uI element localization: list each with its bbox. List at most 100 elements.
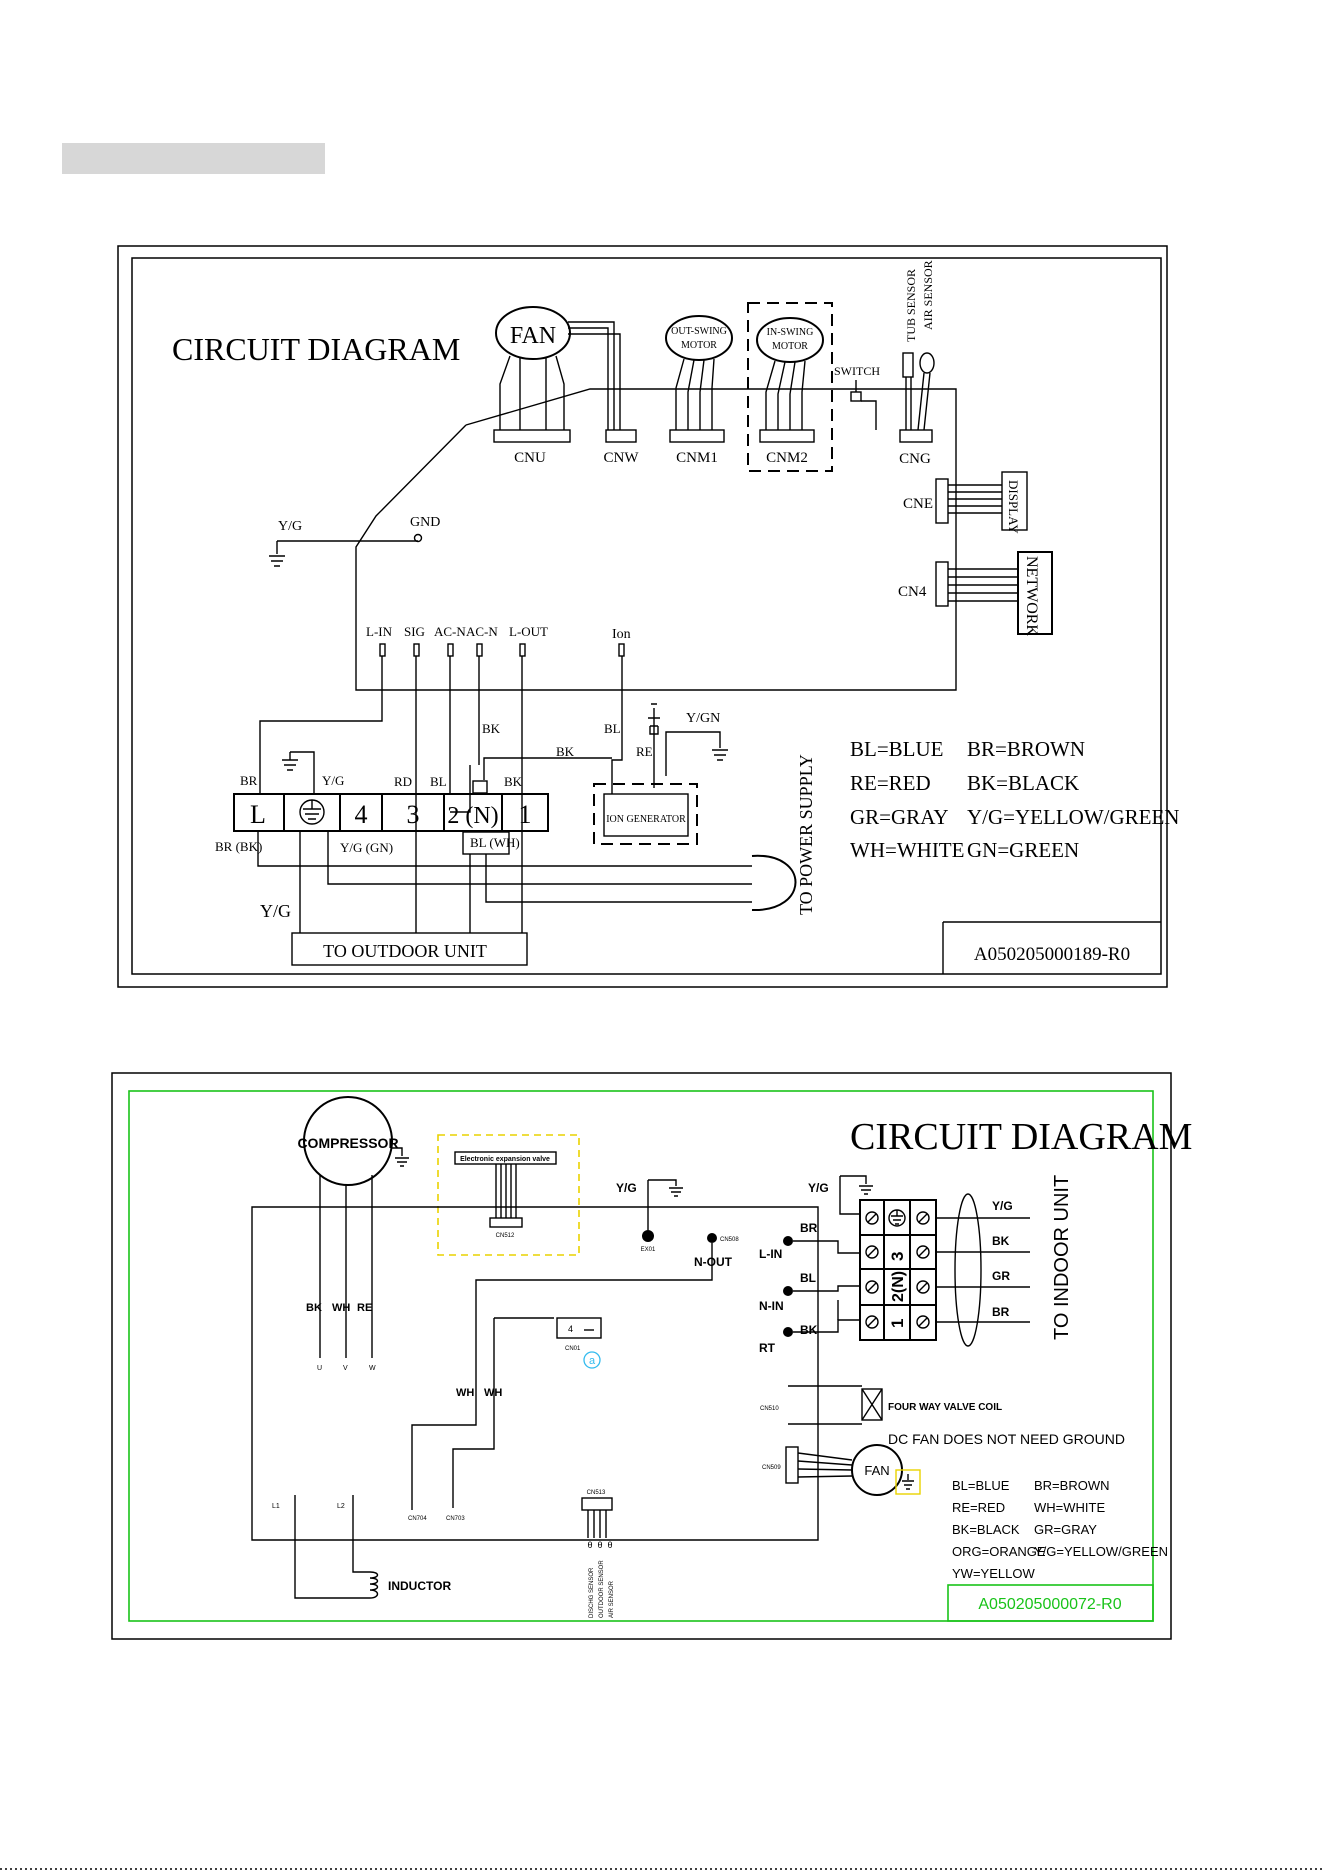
cn01-connector xyxy=(556,1317,602,1339)
wire-br-bk: BR (BK) xyxy=(215,839,262,854)
diagram1-drawing-number: A050205000189-R0 xyxy=(974,944,1130,965)
wire-yg-gn: Y/G (GN) xyxy=(340,840,393,855)
sensor-bead-1: θ xyxy=(587,1540,592,1550)
comp-wire-re: RE xyxy=(357,1302,372,1314)
terminal-l: L xyxy=(250,800,266,829)
wire-br-label: BR xyxy=(800,1221,818,1235)
wire-ygn: Y/GN xyxy=(686,711,720,726)
out-swing-label-1: OUT-SWING xyxy=(671,326,727,337)
yg-label-1: Y/G xyxy=(616,1181,637,1195)
compressor-label: COMPRESSOR xyxy=(297,1135,398,1151)
wire-wh-2: WH xyxy=(484,1387,502,1399)
diagram1-outer-frame xyxy=(117,245,1168,988)
fan-label: FAN xyxy=(510,323,556,349)
terminal-2n: 2 (N) xyxy=(447,803,498,829)
cn509-connector xyxy=(785,1446,799,1484)
marker-a-icon xyxy=(583,1351,601,1369)
legend2-bk: BK=BLACK xyxy=(952,1522,1020,1537)
outdoor-board-outline xyxy=(251,1206,819,1541)
diagram1-inner-frame xyxy=(131,257,1162,975)
wire-bk-label: BK xyxy=(800,1323,818,1337)
network-box xyxy=(1017,551,1053,635)
legend-yg: Y/G=YELLOW/GREEN xyxy=(967,805,1179,829)
cnw-connector xyxy=(605,429,637,443)
to-indoor-unit-label: TO INDOOR UNIT xyxy=(1051,1175,1073,1340)
ion-generator-label: ION GENERATOR xyxy=(606,814,686,825)
four-way-valve-label: FOUR WAY VALVE COIL xyxy=(888,1402,1002,1413)
gnd-terminal xyxy=(413,533,423,543)
legend2-yg: Y/G=YELLOW/GREEN xyxy=(1034,1544,1168,1559)
power-plug-symbol xyxy=(751,854,797,912)
network-label: NETWORK xyxy=(1023,556,1040,636)
cne-connector xyxy=(935,478,949,524)
ion-generator-dashed-box xyxy=(593,783,698,845)
fan-ground-icon xyxy=(902,1474,914,1490)
out-wire-gr: GR xyxy=(992,1269,1010,1283)
cn4-connector xyxy=(935,561,949,607)
l1-label: L1 xyxy=(272,1503,280,1510)
cng-connector xyxy=(899,429,933,443)
out-wire-br: BR xyxy=(992,1305,1010,1319)
cn508-label: CN508 xyxy=(720,1237,739,1243)
legend-bl: BL=BLUE xyxy=(850,737,944,761)
comp-wire-wh: WH xyxy=(332,1302,350,1314)
marker-a-label: a xyxy=(589,1355,596,1367)
cnu-label: CNU xyxy=(514,450,546,466)
ion-ground-icon xyxy=(665,731,728,776)
comp-wire-bk: BK xyxy=(306,1302,322,1314)
in-swing-label-1: IN-SWING xyxy=(767,327,814,338)
cnm2-label: CNM2 xyxy=(766,450,808,466)
ex01-terminal xyxy=(642,1230,654,1242)
diagram1-title: CIRCUIT DIAGRAM xyxy=(172,331,460,367)
in-swing-motor-symbol xyxy=(756,317,824,363)
wire-bk-2: BK xyxy=(556,744,575,759)
diagram-1: CIRCUIT DIAGRAM FAN CNU CNW OUT-SWING MO… xyxy=(117,245,1179,988)
wire-bl-2: BL xyxy=(430,774,447,789)
pin-ac-n-2: AC-N xyxy=(466,624,498,639)
ion-label: Ion xyxy=(612,627,631,642)
n-out-terminal xyxy=(707,1233,717,1243)
wire-bl-wh: BL (WH) xyxy=(470,835,520,850)
inductor-coil-symbol xyxy=(369,1571,379,1599)
air-sensor-symbol xyxy=(919,352,935,374)
wire-br: BR xyxy=(240,773,258,788)
wire-yg-2: Y/G xyxy=(322,773,344,788)
terminal-4: 4 xyxy=(355,800,368,829)
display-box xyxy=(1001,471,1028,531)
cnm1-label: CNM1 xyxy=(676,450,718,466)
tub-sensor-symbol xyxy=(902,352,914,378)
wire-rd: RD xyxy=(394,774,412,789)
cn512-connector xyxy=(489,1217,523,1228)
yg-label: Y/G xyxy=(278,519,302,534)
out-wire-bk: BK xyxy=(992,1234,1010,1248)
pin-u: U xyxy=(317,1365,322,1372)
expansion-valve-dashed-box xyxy=(437,1134,580,1256)
power-terminal-block xyxy=(233,793,549,832)
inductor-label: INDUCTOR xyxy=(388,1579,451,1593)
header-bar xyxy=(62,143,325,174)
terminal-3: 3 xyxy=(407,800,420,829)
sensor-outdoor: OUTDOOR SENSOR xyxy=(599,1560,605,1618)
sensor-bead-2: θ xyxy=(597,1540,602,1550)
yg-ground-icon-1 xyxy=(647,1179,683,1230)
legend2-yw: YW=YELLOW xyxy=(952,1566,1035,1581)
terminal-1: 1 xyxy=(519,800,532,829)
terminal-row-2n: 2(N) xyxy=(890,1271,907,1302)
to-power-supply-label: TO POWER SUPPLY xyxy=(796,754,816,915)
diagram2-drawing-number: A050205000072-R0 xyxy=(978,1596,1121,1613)
legend2-re: RE=RED xyxy=(952,1500,1005,1515)
cnw-label: CNW xyxy=(604,450,640,466)
l-in-label: L-IN xyxy=(759,1247,782,1261)
wire-yg-3: Y/G xyxy=(260,901,291,921)
n-out-label: N-OUT xyxy=(694,1255,733,1269)
legend-re: RE=RED xyxy=(850,771,931,795)
outdoor-unit-box xyxy=(291,932,528,966)
pin-sig: SIG xyxy=(404,624,425,639)
yg-ground-icon-2 xyxy=(839,1175,873,1215)
switch-label: SWITCH xyxy=(834,364,880,378)
main-board-outline xyxy=(355,388,957,691)
cn513-connector xyxy=(581,1497,613,1511)
pin-l-in: L-IN xyxy=(366,624,393,639)
wire-bk-3: BK xyxy=(504,774,523,789)
diagram2-outer-frame xyxy=(111,1072,1172,1640)
